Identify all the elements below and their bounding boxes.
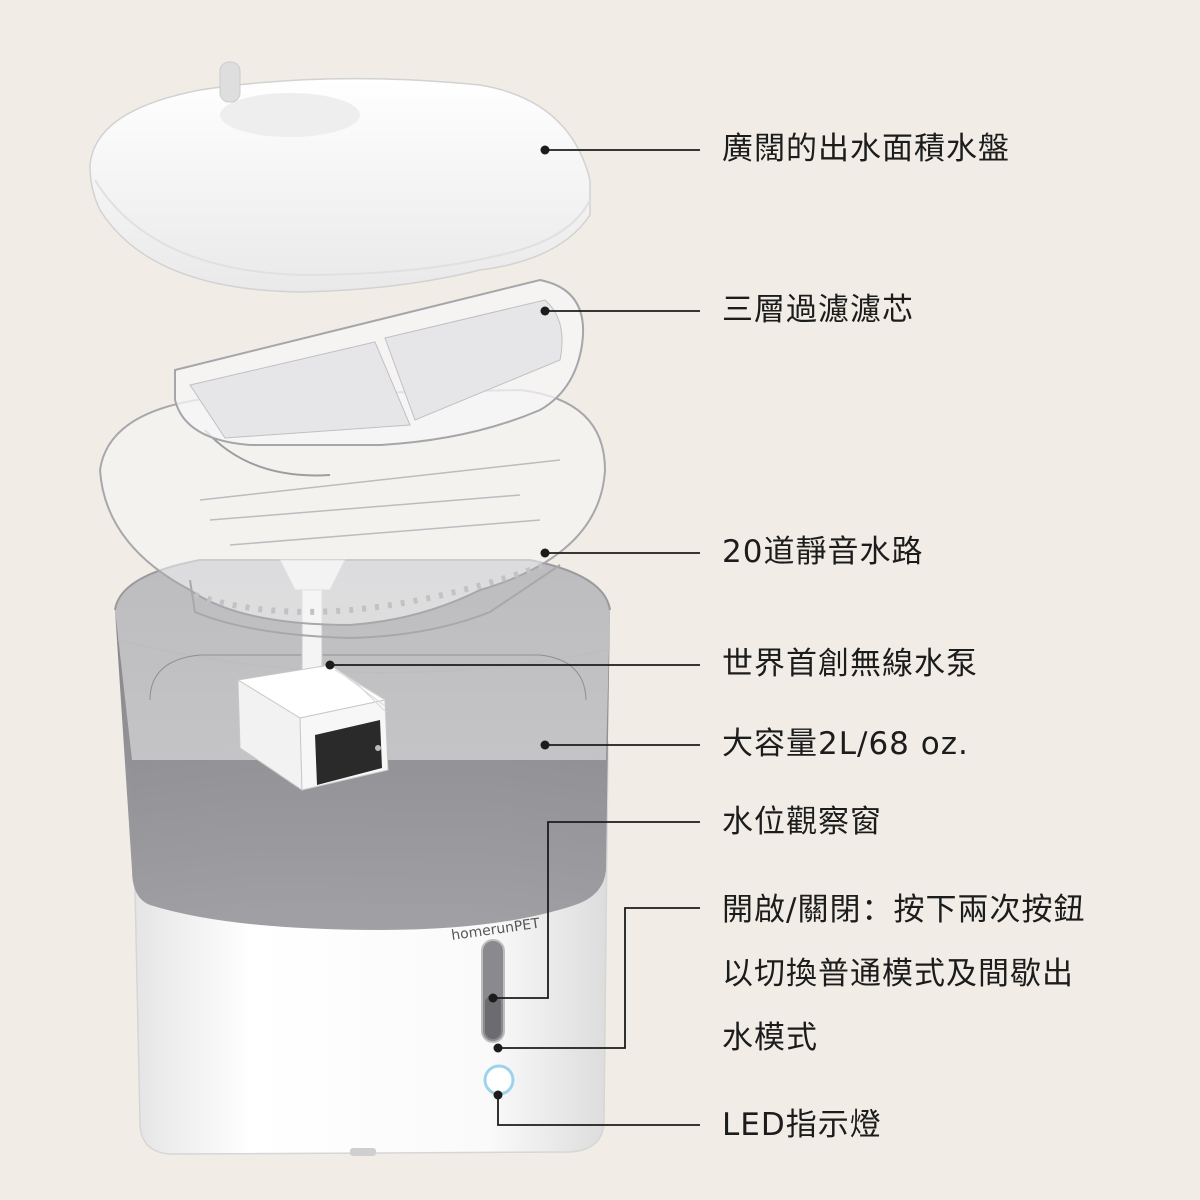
top-tray xyxy=(89,61,591,293)
callout-button-line: 水模式 xyxy=(722,1020,818,1056)
callout-capacity: 大容量2L/68 oz. xyxy=(722,726,969,762)
water-level-window xyxy=(481,939,505,1043)
filter-cartridge xyxy=(174,278,585,446)
callout-filter: 三層過濾濾芯 xyxy=(722,292,914,328)
leader-lines xyxy=(330,149,700,1126)
callout-pump: 世界首創無線水泵 xyxy=(722,646,978,682)
callout-window: 水位觀察窗 xyxy=(722,804,882,840)
callout-led: LED指示燈 xyxy=(722,1107,882,1143)
callout-button: 開啟/關閉：按下兩次按鈕 以切換普通模式及間歇出 水模式 xyxy=(722,878,1085,1070)
callout-tray: 廣闊的出水面積水盤 xyxy=(722,131,1010,167)
led-indicator-icon xyxy=(483,1064,515,1096)
callout-button-line: 以切換普通模式及間歇出 xyxy=(722,956,1074,992)
water-channel-tray xyxy=(98,388,607,640)
callout-button-line: 開啟/關閉：按下兩次按鈕 xyxy=(722,892,1086,928)
callout-channels: 20道靜音水路 xyxy=(722,534,924,570)
leader-dots xyxy=(325,145,550,1100)
power-button[interactable] xyxy=(483,1064,515,1096)
